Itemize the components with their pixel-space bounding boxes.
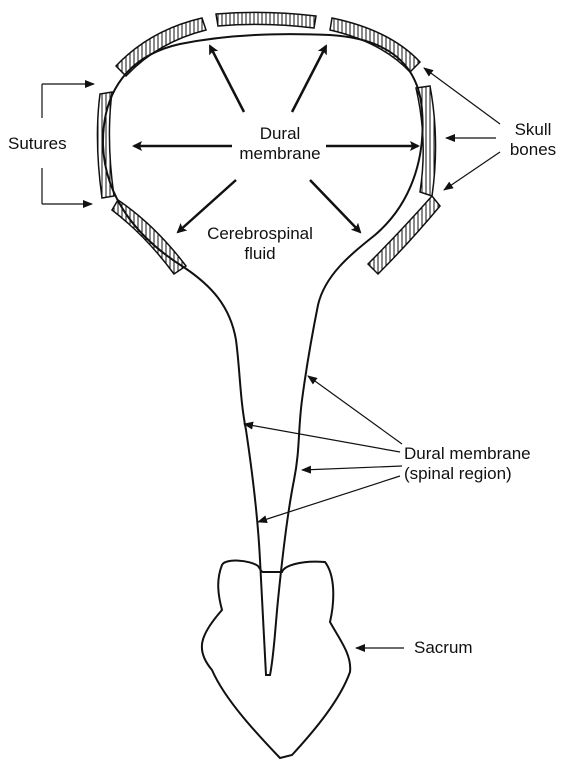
skull-bone-lower-left: [112, 200, 186, 274]
skull-bone-lower-right: [368, 196, 440, 274]
csf-label-line1: Cerebrospinal: [196, 224, 324, 244]
dural-membrane-label: Dural membrane: [228, 124, 332, 164]
arrow-up-left: [210, 46, 244, 112]
sacrum-label: Sacrum: [414, 638, 473, 658]
skull-bones-label-line2: bones: [498, 140, 568, 160]
dural-spinal-label-line1: Dural membrane: [404, 444, 531, 464]
skull-bone-right: [416, 86, 436, 196]
sutures-label: Sutures: [8, 134, 67, 154]
arrow-up-right: [292, 46, 326, 112]
dural-spinal-label: Dural membrane (spinal region): [404, 444, 531, 484]
dural-membrane-label-line2: membrane: [228, 144, 332, 164]
dural-spinal-label-line2: (spinal region): [404, 464, 531, 484]
skull-bones-label-line1: Skull: [498, 120, 568, 140]
skull-bone-top: [216, 12, 316, 28]
spinal-pointers: [244, 376, 402, 522]
skull-bone-top-left: [116, 18, 206, 76]
skull-bones-label: Skull bones: [498, 120, 568, 160]
dural-membrane-label-line1: Dural: [228, 124, 332, 144]
csf-label: Cerebrospinal fluid: [196, 224, 324, 264]
csf-label-line2: fluid: [196, 244, 324, 264]
skull-bone-top-right: [330, 18, 420, 72]
sacrum-outline: [202, 561, 350, 758]
skull-bone-left: [97, 92, 114, 198]
